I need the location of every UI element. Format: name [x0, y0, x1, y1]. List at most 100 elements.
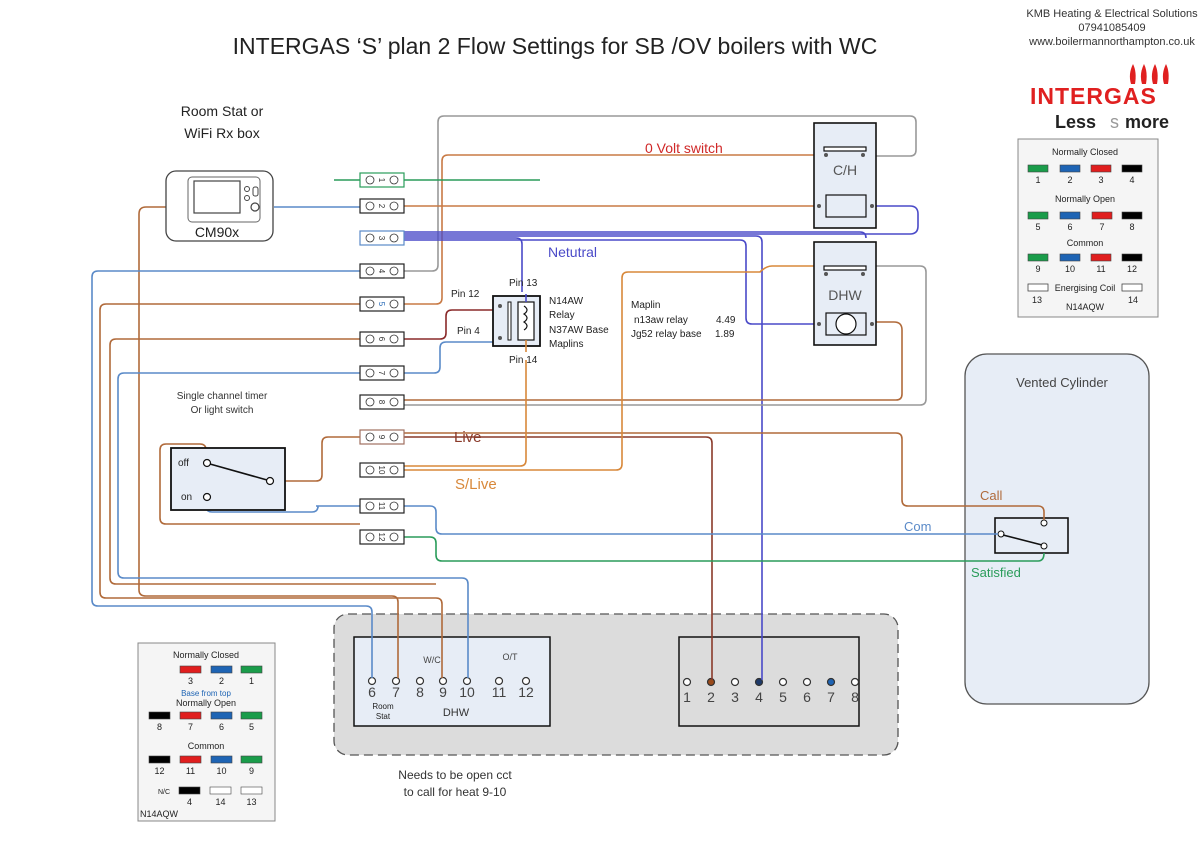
terminal-9: 9 — [359, 429, 405, 445]
legend-swatch — [1027, 211, 1049, 220]
terminal-7: 7 — [359, 365, 405, 381]
terminal-number: 7 — [377, 371, 386, 376]
intergas-logo: INTERGAS — [1030, 83, 1157, 109]
slive-label: S/Live — [455, 476, 497, 493]
maplin-item1: n13aw relay — [634, 315, 688, 326]
boiler-terminal-7: 7 — [391, 676, 400, 700]
legend-pin-number: 8 — [1129, 222, 1134, 232]
legend-swatch — [178, 786, 201, 795]
legend-pin-number: 10 — [1065, 264, 1075, 274]
legend-swatch — [210, 665, 233, 674]
boiler-low-voltage-terminal — [353, 636, 551, 727]
tagline-more: more — [1125, 112, 1169, 132]
legend-pin-number: 9 — [1035, 264, 1040, 274]
legend-com-title: Common — [1067, 238, 1104, 248]
legend-swatch — [1059, 211, 1081, 220]
legend-swatch — [210, 755, 233, 764]
legend-swatch — [179, 711, 202, 720]
mains-terminal-6: 6 — [802, 677, 811, 705]
terminal-8: 8 — [359, 394, 405, 410]
legend-swatch — [240, 786, 263, 795]
terminal-1: 1 — [359, 172, 405, 188]
legend-pin-number: 7 — [1099, 222, 1104, 232]
relay: Pin 13 Pin 12 Pin 4 Pin 14 N14AW Relay N… — [451, 278, 609, 366]
mains-terminal-number: 3 — [731, 689, 739, 705]
terminal-5: 5 — [359, 296, 405, 312]
boiler-note-line1: Needs to be open cct — [398, 768, 512, 782]
legend-b-nc-small: N/C — [158, 789, 170, 796]
terminal-number: 12 — [377, 533, 386, 542]
relay-desc-2: Relay — [549, 310, 575, 321]
company-website[interactable]: www.boilermannorthampton.co.uk — [1028, 36, 1195, 48]
boiler-terminal-8: 8 — [415, 676, 424, 700]
maplin-note: Maplin n13aw relay 4.49 Jg52 relay base … — [631, 300, 736, 340]
relay-desc-1: N14AW — [549, 296, 584, 307]
terminal-12: 12 — [359, 529, 405, 545]
legend-swatch — [1027, 253, 1049, 262]
neutral-label: Netutral — [548, 244, 597, 260]
boiler-terminal-number: 11 — [492, 684, 507, 700]
room-stat-line2: Stat — [376, 712, 391, 721]
room-stat-model: CM90x — [195, 224, 239, 240]
company-header: KMB Heating & Electrical Solutions 07941… — [1026, 8, 1198, 132]
legend-b-model: N14AQW — [140, 809, 179, 819]
terminal-number: 6 — [377, 337, 386, 342]
company-phone: 07941085409 — [1078, 22, 1145, 34]
mains-terminal-5: 5 — [778, 677, 787, 705]
terminal-number: 8 — [377, 400, 386, 405]
legend-b-no-title: Normally Open — [176, 698, 236, 708]
legend-model: N14AQW — [1066, 302, 1105, 312]
boiler-terminal-10: 10 — [459, 676, 475, 700]
legend-pin-number: 10 — [216, 766, 226, 776]
legend-nc-title: Normally Closed — [1052, 147, 1118, 157]
boiler-note-line2: to call for heat 9-10 — [404, 785, 507, 799]
legend-swatch — [1121, 211, 1143, 220]
coil-icon — [522, 305, 528, 331]
legend-swatch — [1027, 164, 1049, 173]
relay-pin14: Pin 14 — [509, 355, 538, 366]
boiler-terminal-6: 6 — [367, 676, 376, 700]
legend-no-title: Normally Open — [1055, 194, 1115, 204]
live-label: Live — [454, 429, 482, 446]
room-stat-heading-2: WiFi Rx box — [184, 125, 259, 141]
mains-terminal-8: 8 — [850, 677, 859, 705]
maplin-price1: 4.49 — [716, 315, 736, 326]
legend-pin-number: 13 — [246, 797, 256, 807]
relay-pin13: Pin 13 — [509, 278, 538, 289]
satisfied-label: Satisfied — [971, 565, 1021, 580]
mains-terminal-number: 8 — [851, 689, 859, 705]
mains-terminal-number: 6 — [803, 689, 811, 705]
legend-pin-number: 11 — [1096, 264, 1105, 274]
legend-swatch — [1090, 164, 1112, 173]
boiler-dhw-label: DHW — [443, 707, 470, 719]
legend-pin-number: 7 — [188, 722, 193, 732]
legend-swatch — [1121, 253, 1143, 262]
mains-terminal-1: 1 — [682, 677, 691, 705]
legend-swatch — [240, 755, 263, 764]
maplin-title: Maplin — [631, 300, 660, 311]
page-title: INTERGAS ‘S’ plan 2 Flow Settings for SB… — [233, 33, 878, 59]
legend-pin-number: 2 — [1067, 175, 1072, 185]
mains-terminal-2: 2 — [706, 677, 715, 705]
legend-pin-number: 6 — [1067, 222, 1072, 232]
boiler-terminal-12: 12 — [518, 676, 534, 700]
mains-terminal-7: 7 — [826, 677, 835, 705]
legend-swatch — [240, 711, 263, 720]
terminal-6: 6 — [359, 331, 405, 347]
terminal-number: 1 — [377, 178, 386, 183]
legend-pin-number: 12 — [154, 766, 164, 776]
relay-desc-3: N37AW Base — [549, 325, 609, 336]
terminal-number: 9 — [377, 435, 386, 440]
valve-motor-icon — [825, 194, 867, 218]
legend-pin-number: 5 — [1035, 222, 1040, 232]
legend-swatch — [179, 755, 202, 764]
legend-swatch — [209, 786, 232, 795]
com-label: Com — [904, 519, 931, 534]
mains-terminal-3: 3 — [730, 677, 739, 705]
boiler-terminal-number: 10 — [459, 684, 475, 700]
legend-pin-number: 2 — [219, 676, 224, 686]
legend-b-base-note: Base from top — [181, 689, 231, 698]
valve-ball-icon — [835, 313, 857, 335]
